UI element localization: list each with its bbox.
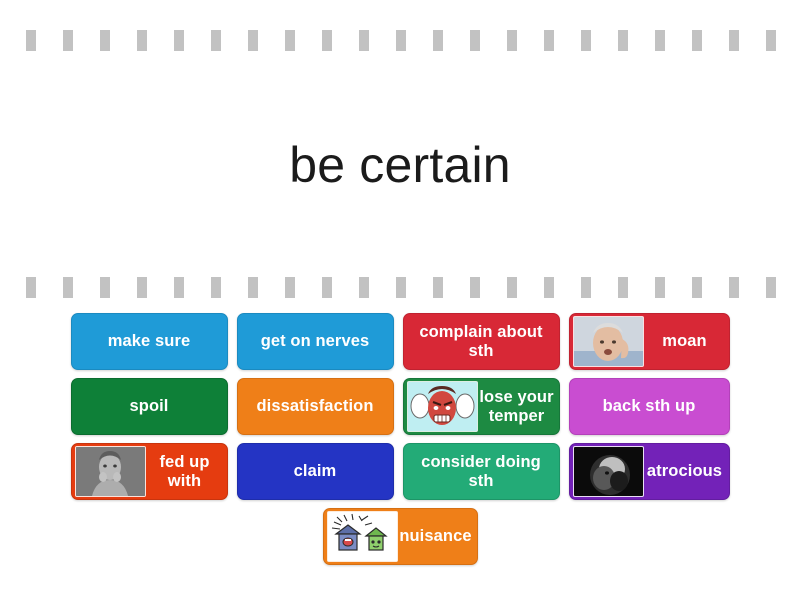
separator-dash: [433, 29, 443, 51]
tile-row: spoil dissatisfaction lose your temper bac…: [0, 378, 800, 435]
tile-row: nuisance: [0, 508, 800, 565]
answer-tile[interactable]: consider doing sth: [402, 443, 560, 500]
answer-tile[interactable]: make sure: [70, 313, 228, 370]
separator-dash: [766, 29, 776, 51]
separator-dash: [26, 29, 36, 51]
separator-dash: [174, 29, 184, 51]
separator-dash: [100, 29, 110, 51]
separator-dash: [507, 276, 517, 298]
answer-tile-label: dissatisfaction: [256, 397, 374, 416]
separator-dash: [63, 276, 73, 298]
answer-tile-label: back sth up: [602, 397, 696, 416]
separator-dash: [396, 276, 406, 298]
separator-dash: [100, 276, 110, 298]
answer-tile-label: make sure: [107, 332, 191, 351]
separator-dash: [544, 29, 554, 51]
separator-dash: [359, 29, 369, 51]
answer-tile[interactable]: complain about sth: [402, 313, 560, 370]
separator-dash: [26, 276, 36, 298]
answer-tile-label: atrocious: [646, 462, 723, 481]
dashed-separator-middle: [0, 276, 800, 298]
tile-row: make sure get on nerves complain about sth…: [0, 313, 800, 370]
separator-dash: [248, 276, 258, 298]
prompt-text: be certain: [289, 136, 511, 193]
answer-tile[interactable]: nuisance: [322, 508, 478, 565]
separator-dash: [137, 29, 147, 51]
separator-dash: [470, 29, 480, 51]
separator-dash: [544, 276, 554, 298]
separator-dash: [729, 276, 739, 298]
prompt-area: be certain: [0, 60, 800, 270]
separator-dash: [433, 276, 443, 298]
answer-tile[interactable]: back sth up: [568, 378, 730, 435]
answer-tile-label: complain about sth: [419, 323, 543, 360]
angry-face-clipart-icon: [407, 382, 477, 431]
separator-dash: [618, 29, 628, 51]
separator-dash: [396, 29, 406, 51]
dark-photo-icon: [573, 447, 643, 496]
separator-dash: [174, 276, 184, 298]
answer-tile-label: consider doing sth: [421, 453, 541, 490]
answer-tile-label: claim: [293, 462, 337, 481]
answer-tile[interactable]: atrocious: [568, 443, 730, 500]
separator-dash: [359, 276, 369, 298]
answer-tile-label: nuisance: [399, 527, 472, 546]
answer-tile[interactable]: claim: [236, 443, 394, 500]
separator-dash: [507, 29, 517, 51]
answer-tile[interactable]: moan: [568, 313, 730, 370]
separator-dash: [655, 29, 665, 51]
answer-tile-label: lose your temper: [479, 388, 554, 425]
separator-dash: [211, 276, 221, 298]
tile-row: fed up with claim consider doing sth atroc…: [0, 443, 800, 500]
answer-tile[interactable]: spoil: [70, 378, 228, 435]
separator-dash: [285, 29, 295, 51]
child-photo-icon: [75, 447, 145, 496]
separator-dash: [655, 276, 665, 298]
old-man-photo-icon: [573, 317, 643, 366]
dashed-separator-top: [0, 29, 800, 51]
separator-dash: [692, 276, 702, 298]
separator-dash: [285, 276, 295, 298]
answer-tiles: make sure get on nerves complain about sth…: [0, 313, 800, 573]
answer-tile[interactable]: get on nerves: [236, 313, 394, 370]
noisy-houses-clipart-icon: [327, 512, 397, 561]
separator-dash: [63, 29, 73, 51]
separator-dash: [581, 276, 591, 298]
separator-dash: [211, 29, 221, 51]
answer-tile[interactable]: dissatisfaction: [236, 378, 394, 435]
separator-dash: [766, 276, 776, 298]
answer-tile[interactable]: fed up with: [70, 443, 228, 500]
separator-dash: [581, 29, 591, 51]
answer-tile-label: get on nerves: [260, 332, 370, 351]
separator-dash: [729, 29, 739, 51]
answer-tile-label: moan: [662, 332, 707, 351]
separator-dash: [692, 29, 702, 51]
separator-dash: [322, 276, 332, 298]
separator-dash: [618, 276, 628, 298]
separator-dash: [470, 276, 480, 298]
separator-dash: [322, 29, 332, 51]
answer-tile-label: spoil: [129, 397, 169, 416]
separator-dash: [248, 29, 258, 51]
separator-dash: [137, 276, 147, 298]
answer-tile[interactable]: lose your temper: [402, 378, 560, 435]
answer-tile-label: fed up with: [159, 453, 210, 490]
